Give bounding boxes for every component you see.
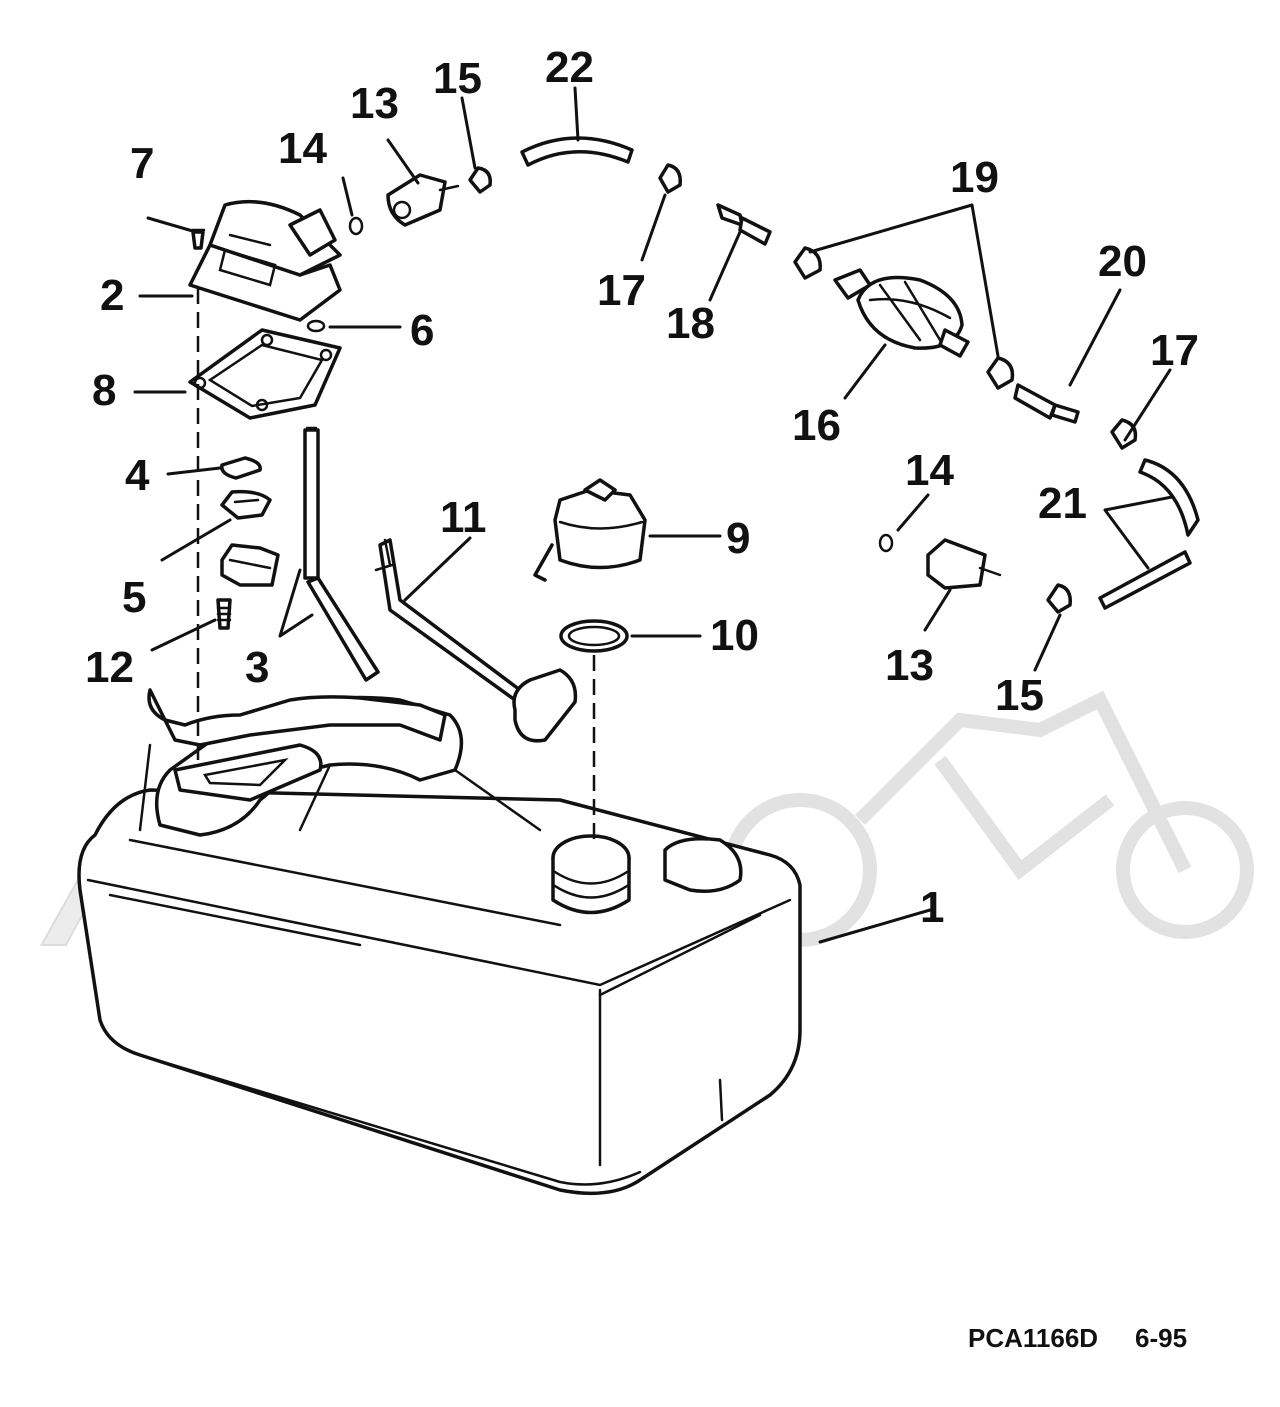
callout-13-lower: 13 <box>885 641 934 690</box>
clip-15b <box>1046 583 1072 614</box>
clip-17b <box>1110 418 1138 450</box>
callout-22: 22 <box>545 43 594 92</box>
hose-22 <box>520 136 634 167</box>
fitting-20 <box>1013 383 1080 424</box>
o-ring-6 <box>306 319 326 333</box>
callout-9: 9 <box>726 514 750 563</box>
callout-15-upper: 15 <box>433 54 482 103</box>
callout-14-lower: 14 <box>905 446 954 495</box>
clamp-19b <box>986 356 1015 390</box>
callout-6: 6 <box>410 306 434 355</box>
callout-18: 18 <box>666 299 715 348</box>
screw-12 <box>216 598 232 630</box>
callout-7: 7 <box>130 139 154 188</box>
fuel-connector-lower <box>926 538 1002 590</box>
callout-13-upper: 13 <box>350 79 399 128</box>
connector-housing <box>188 199 342 322</box>
fuel-cap <box>533 478 647 582</box>
figure-code: PCA1166D <box>968 1323 1098 1353</box>
callout-14-upper: 14 <box>278 124 327 173</box>
seal <box>220 456 262 480</box>
callout-20: 20 <box>1098 237 1147 286</box>
pickup-tube <box>303 426 380 682</box>
callout-15-lower: 15 <box>995 671 1044 720</box>
callout-10: 10 <box>710 611 759 660</box>
hose-21a <box>1138 458 1200 537</box>
leader-lines <box>133 86 1174 944</box>
callout-11: 11 <box>440 493 487 542</box>
connector-block <box>220 543 280 587</box>
callout-5: 5 <box>122 573 146 622</box>
callout-12: 12 <box>85 643 134 692</box>
fitting-18 <box>716 203 772 246</box>
o-ring-14b <box>878 533 894 553</box>
hose-21b <box>1098 550 1192 610</box>
clamp-19a <box>793 246 822 280</box>
callout-19: 19 <box>950 153 999 202</box>
clip-17a <box>658 163 682 194</box>
callout-labels: 1 2 3 4 5 6 7 8 9 10 11 12 13 13 14 14 1… <box>85 43 1199 932</box>
callout-2: 2 <box>100 271 124 320</box>
callout-3: 3 <box>245 643 269 692</box>
retainer <box>220 489 272 520</box>
float-arm <box>374 538 578 743</box>
fuel-tank <box>77 688 802 1196</box>
callout-17-right: 17 <box>1150 326 1199 375</box>
cap-gasket <box>559 619 629 653</box>
callout-8: 8 <box>92 366 116 415</box>
figure-date: 6-95 <box>1135 1323 1187 1353</box>
callout-16: 16 <box>792 401 841 450</box>
gasket <box>188 328 342 420</box>
o-ring-14a <box>348 216 364 236</box>
motorcycle-watermark-icon <box>723 690 1254 947</box>
callout-1: 1 <box>920 883 944 932</box>
primer-bulb <box>833 268 970 358</box>
callout-21: 21 <box>1038 479 1087 528</box>
figure-footer: PCA1166D 6-95 <box>968 1323 1187 1353</box>
callout-17-left: 17 <box>597 266 646 315</box>
fuel-connector-upper <box>386 173 460 227</box>
clip-15a <box>468 166 492 194</box>
callout-4: 4 <box>125 451 150 500</box>
